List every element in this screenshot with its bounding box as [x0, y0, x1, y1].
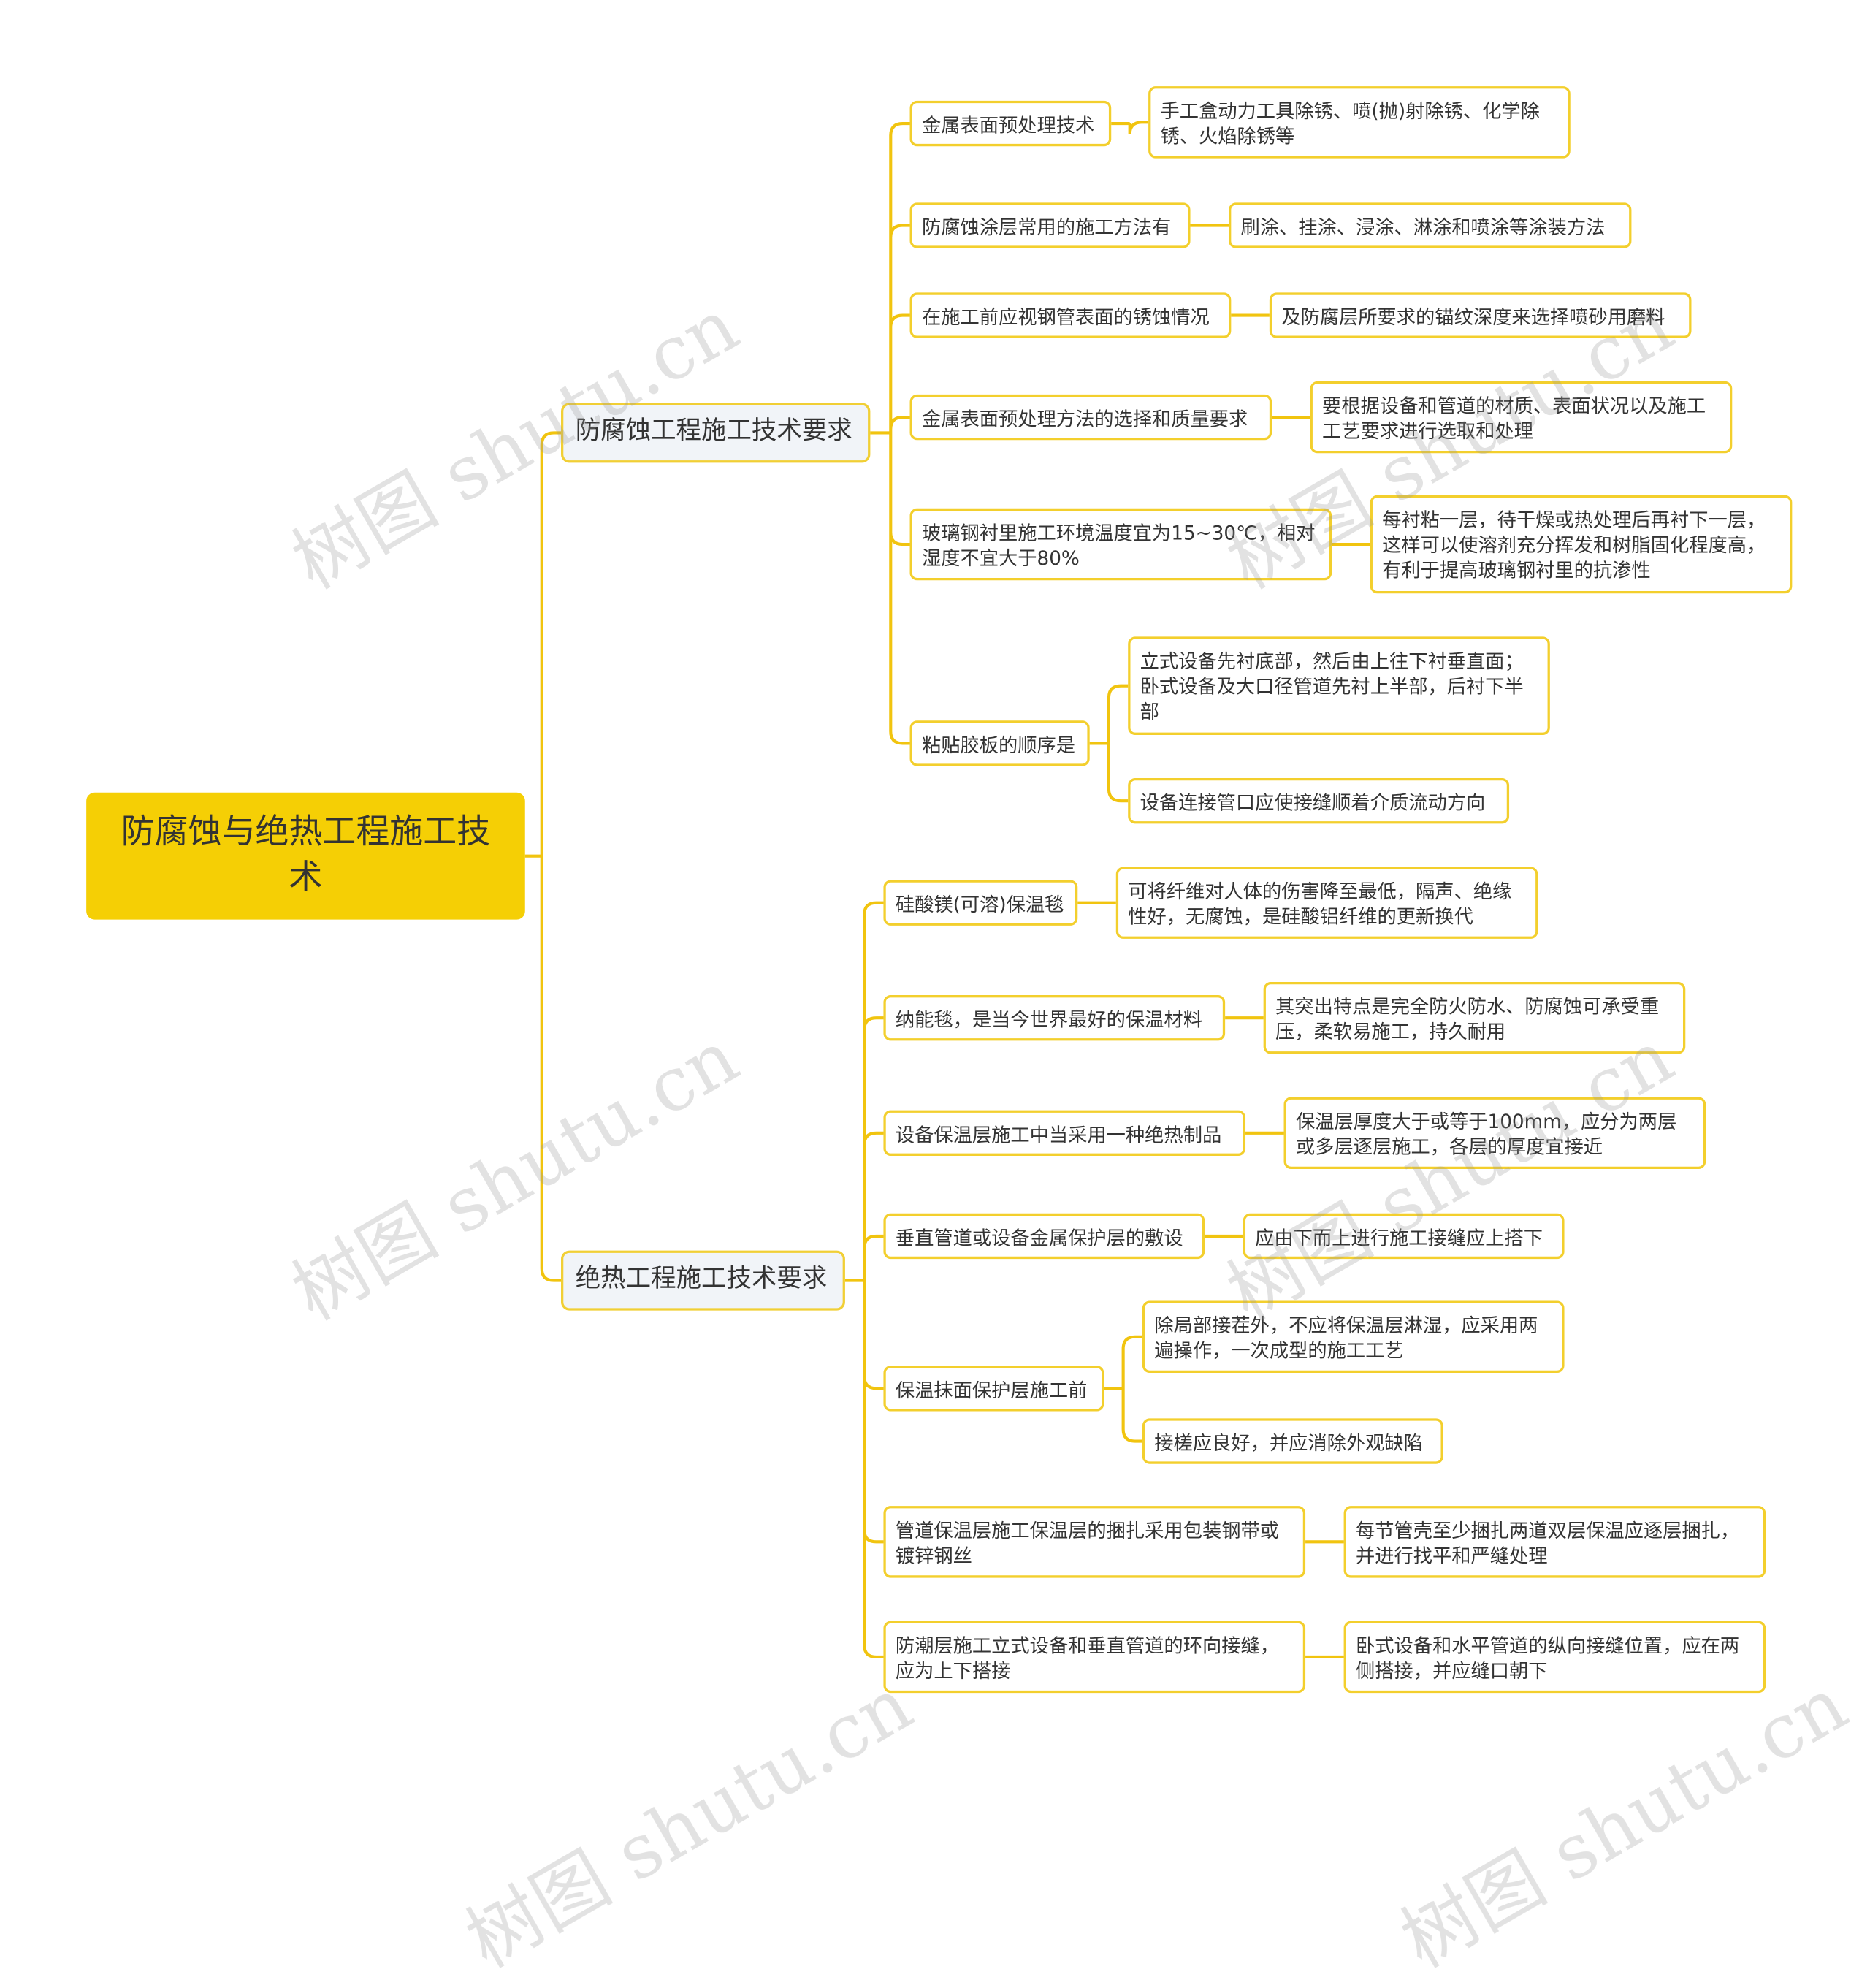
b2-item-2[interactable]: 设备保温层施工中当采用一种绝热制品 — [883, 1110, 1246, 1156]
b1-item-1[interactable]: 防腐蚀涂层常用的施工方法有 — [909, 202, 1191, 248]
b1-detail-3-0[interactable]: 要根据设备和管道的材质、表面状况以及施工工艺要求进行选取和处理 — [1310, 381, 1733, 454]
connector-lines — [524, 121, 1370, 1658]
b2-detail-4-1[interactable]: 接槎应良好，并应消除外观缺陷 — [1142, 1418, 1443, 1464]
b1-item-3[interactable]: 金属表面预处理方法的选择和质量要求 — [909, 394, 1272, 441]
b1-detail-5-0[interactable]: 立式设备先衬底部，然后由上往下衬垂直面；卧式设备及大口径管道先衬上半部，后衬下半… — [1128, 636, 1550, 735]
connector-root-node — [524, 431, 562, 1282]
b2-item-1[interactable]: 纳能毯，是当今世界最好的保温材料 — [883, 995, 1226, 1041]
b1-item-4[interactable]: 玻璃钢衬里施工环境温度宜为15~30℃，相对湿度不宜大于80% — [909, 508, 1332, 581]
connector-b2-item-4 — [1104, 1335, 1142, 1443]
b2-item-0[interactable]: 硅酸镁(可溶)保温毯 — [883, 880, 1078, 926]
branch-insulation[interactable]: 绝热工程施工技术要求 — [561, 1250, 845, 1311]
b1-detail-5-1[interactable]: 设备连接管口应使接缝顺着介质流动方向 — [1128, 778, 1510, 824]
b2-item-5[interactable]: 管道保温层施工保温层的捆扎采用包装钢带或镀锌钢丝 — [883, 1506, 1306, 1578]
b2-detail-5-0[interactable]: 每节管壳至少捆扎两道双层保温应逐层捆扎，并进行找平和严缝处理 — [1343, 1506, 1766, 1578]
connector-b1-item-5 — [1089, 684, 1129, 803]
b2-detail-3-0[interactable]: 应由下而上进行施工接缝应上搭下 — [1243, 1213, 1565, 1260]
connector-branch-insulation — [844, 901, 884, 1658]
b2-item-4[interactable]: 保温抹面保护层施工前 — [883, 1366, 1104, 1412]
b2-item-3[interactable]: 垂直管道或设备金属保护层的敷设 — [883, 1213, 1205, 1260]
b2-detail-6-0[interactable]: 卧式设备和水平管道的纵向接缝位置，应在两侧搭接，并应缝口朝下 — [1343, 1621, 1766, 1694]
b2-detail-1-0[interactable]: 其突出特点是完全防火防水、防腐蚀可承受重压，柔软易施工，持久耐用 — [1263, 982, 1686, 1054]
b2-detail-2-0[interactable]: 保温层厚度大于或等于100mm，应分为两层或多层逐层施工，各层的厚度宜接近 — [1283, 1097, 1706, 1170]
b1-item-0[interactable]: 金属表面预处理技术 — [909, 100, 1112, 147]
b1-item-2[interactable]: 在施工前应视钢管表面的锈蚀情况 — [909, 292, 1232, 338]
b1-detail-4-0[interactable]: 每衬粘一层，待干燥或热处理后再衬下一层，这样可以使溶剂充分挥发和树脂固化程度高，… — [1370, 495, 1793, 594]
b1-detail-1-0[interactable]: 刷涂、挂涂、浸涂、淋涂和喷涂等涂装方法 — [1229, 202, 1632, 248]
b2-item-6[interactable]: 防潮层施工立式设备和垂直管道的环向接缝，应为上下搭接 — [883, 1621, 1306, 1694]
root-node[interactable]: 防腐蚀与绝热工程施工技术 — [86, 792, 525, 920]
b1-detail-0-0[interactable]: 手工盒动力工具除锈、喷(抛)射除锈、化学除锈、火焰除锈等 — [1148, 86, 1571, 159]
b2-detail-0-0[interactable]: 可将纤维对人体的伤害降至最低，隔声、绝缘性好，无腐蚀，是硅酸铝纤维的更新换代 — [1115, 867, 1538, 939]
mind-map-canvas: 防腐蚀与绝热工程施工技术 防腐蚀工程施工技术要求 金属表面预处理技术 手工盒动力… — [86, 86, 1861, 1984]
b1-detail-2-0[interactable]: 及防腐层所要求的锚纹深度来选择喷砂用磨料 — [1269, 292, 1692, 338]
branch-anticorrosion[interactable]: 防腐蚀工程施工技术要求 — [561, 403, 871, 463]
connector-b1-item-0 — [1111, 121, 1149, 134]
b1-item-5[interactable]: 粘贴胶板的顺序是 — [909, 720, 1090, 766]
b2-detail-4-0[interactable]: 除局部接茬外，不应将保温层淋湿，应采用两遍操作，一次成型的施工工艺 — [1142, 1300, 1565, 1373]
connector-branch-anticorrosion — [870, 121, 910, 745]
